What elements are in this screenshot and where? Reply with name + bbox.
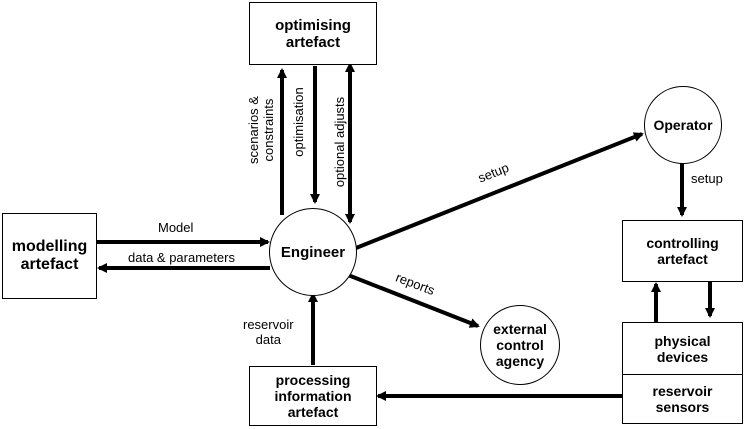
node-text: physical xyxy=(654,332,711,349)
node-text: processing xyxy=(275,371,351,388)
node-text: Operator xyxy=(653,117,713,133)
label-data-parameters: data & parameters xyxy=(128,250,235,265)
node-text: artefact xyxy=(657,251,708,267)
edge-reports xyxy=(347,273,480,328)
node-text: controlling xyxy=(646,235,719,251)
label-text: scenarios & xyxy=(246,96,261,164)
node-text: modelling xyxy=(11,238,88,255)
label-reservoir-data: reservoir data xyxy=(243,317,294,348)
label-optional-adjusts: optional adjusts xyxy=(332,96,347,188)
label-optimisation: optimisation xyxy=(291,87,306,157)
node-text: Engineer xyxy=(280,243,346,261)
node-physical-devices: physical devices xyxy=(622,322,743,375)
label-setup-controlling: setup xyxy=(691,171,723,186)
node-text: artefact xyxy=(20,256,79,273)
label-scenarios-constraints: scenarios & constraints xyxy=(246,90,279,170)
node-modelling-artefact: modelling artefact xyxy=(2,213,97,299)
label-model: Model xyxy=(158,220,194,235)
node-processing-information-artefact: processing information artefact xyxy=(249,366,377,426)
label-text: data xyxy=(255,331,281,347)
node-text: control xyxy=(496,336,544,353)
node-text: reservoir xyxy=(652,382,713,399)
edge-setup-operator xyxy=(355,132,644,250)
node-engineer: Engineer xyxy=(269,208,357,296)
node-text: devices xyxy=(656,348,709,365)
node-optimising-artefact: optimising artefact xyxy=(249,2,377,65)
node-operator: Operator xyxy=(644,86,722,164)
node-external-control-agency: external control agency xyxy=(480,305,560,385)
label-text: reservoir xyxy=(243,317,294,332)
node-text: external xyxy=(493,320,547,337)
node-text: artefact xyxy=(285,33,341,51)
node-reservoir-sensors: reservoir sensors xyxy=(622,373,743,424)
node-text: information xyxy=(274,387,352,404)
node-controlling-artefact: controlling artefact xyxy=(622,220,743,282)
node-text: artefact xyxy=(287,404,339,421)
label-text: constraints xyxy=(260,98,276,162)
node-text: sensors xyxy=(655,398,710,415)
node-text: optimising xyxy=(275,16,351,34)
node-text: agency xyxy=(495,353,545,370)
